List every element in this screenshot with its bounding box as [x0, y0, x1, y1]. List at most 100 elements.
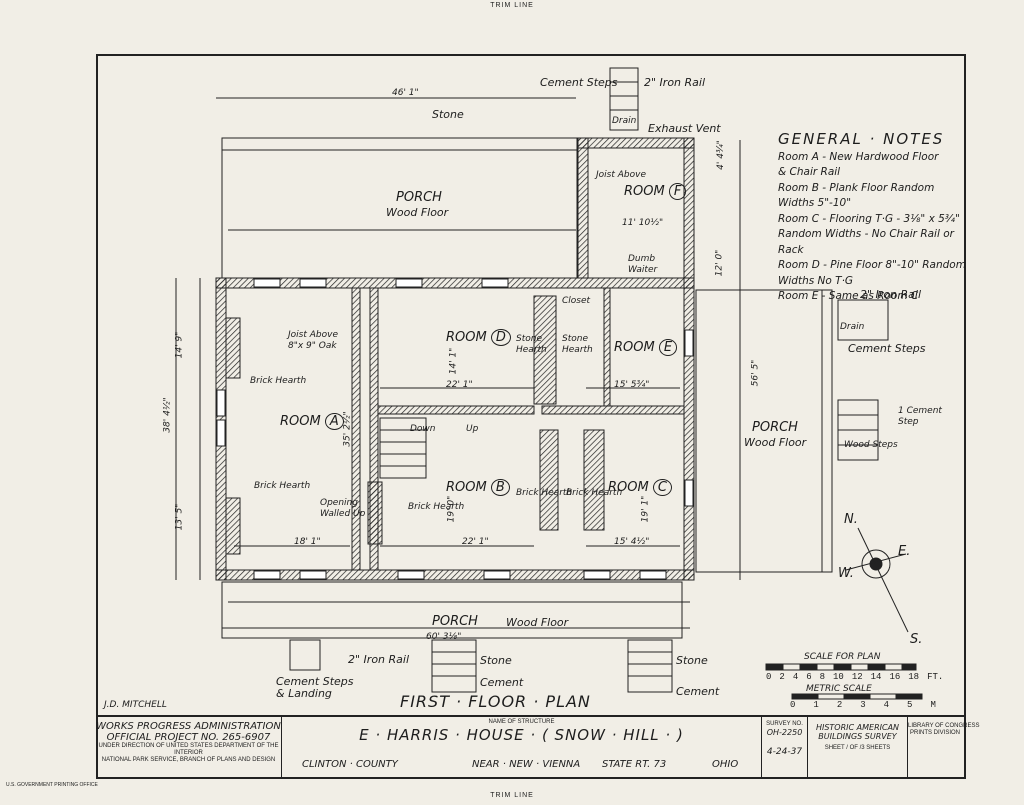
structure-caption: NAME OF STRUCTURE [488, 719, 555, 725]
north-cement-steps [609, 67, 639, 131]
cement-label-east: Cement [676, 685, 720, 698]
closet-label-e: Closet [562, 296, 591, 306]
south-porch-outline [221, 581, 683, 639]
compass-e: E. [898, 544, 911, 559]
general-note-line: Room B - Plank Floor Random Widths 5"-10… [778, 181, 935, 210]
sheet-count: SHEET / OF /3 SHEETS [824, 745, 891, 751]
dim-room-e-width: 15' 5¾" [614, 380, 650, 390]
sheet-border [96, 54, 966, 779]
scale-tick: 2 [836, 700, 843, 710]
dim-overall-width: 60' 3⅛" [426, 632, 462, 642]
survey-number: OH-2250 [766, 728, 803, 737]
county-name: CLINTON · COUNTY [302, 759, 398, 770]
scale-tick: 16 [889, 672, 901, 682]
wpa-line3: UNDER DIRECTION OF UNITED STATES DEPARTM… [98, 743, 279, 756]
cement-steps-east: Cement Steps [848, 342, 926, 355]
scale-tick: 12 [851, 672, 863, 682]
brick-hearth-a2: Brick Hearth [254, 481, 311, 491]
room-a-label: ROOM A [280, 413, 344, 430]
south-porch-floor: Wood Floor [506, 616, 569, 629]
general-note-line: Random Widths - No Chair Rail or Rack [778, 228, 954, 256]
trim-line-bottom: TRIM LINE [490, 792, 534, 799]
dim-left-top: 14' 9" [174, 331, 185, 359]
north-porch-label: PORCH [396, 190, 442, 205]
stone-label-south: Stone [480, 654, 512, 667]
survey-date: 4-24-37 [766, 747, 803, 757]
dim-room-c-depth: 19' 1" [640, 495, 651, 523]
general-note-line: Widths No T·G [778, 274, 854, 287]
scale-unit: FT. [927, 672, 944, 682]
scale-tick: 14 [870, 672, 882, 682]
scale-tick: 0 [766, 672, 772, 682]
drafter-name: J.D. MITCHELL [104, 700, 167, 710]
scale-bar-metric [791, 693, 923, 700]
dim-room-b-depth: 19' 0" [446, 495, 457, 523]
south-porch-label: PORCH [432, 614, 478, 629]
cement-label-south: Cement [480, 676, 524, 689]
structure-cell: NAME OF STRUCTURE E · HARRIS · HOUSE · (… [282, 717, 762, 779]
trim-line-top: TRIM LINE [490, 2, 534, 9]
general-note-line: & Chair Rail [778, 166, 841, 178]
iron-rail-north: 2" Iron Rail [644, 76, 706, 89]
dim-room-a-height: 35' 2½" [342, 411, 353, 447]
title-block: WORKS PROGRESS ADMINISTRATION OFFICIAL P… [96, 715, 979, 779]
cement-steps-north: Cement Steps [540, 76, 618, 89]
stone-label-east: Stone [676, 654, 708, 667]
scale-metric-label: METRIC SCALE [806, 684, 872, 694]
stone-label-north: Stone [432, 108, 464, 121]
habs-line1: HISTORIC AMERICAN [815, 723, 900, 732]
joist-above-a: Joist Above 8"x 9" Oak [288, 330, 338, 351]
scale-tick: 0 [790, 700, 796, 710]
library-cell: LIBRARY OF CONGRESS PRINTS DIVISION [908, 717, 979, 779]
habs-cell: HISTORIC AMERICAN BUILDINGS SURVEY SHEET… [808, 717, 908, 779]
scale-unit: M [930, 700, 936, 710]
scale-tick: 8 [819, 672, 826, 682]
dim-room-a-width: 18' 1" [294, 537, 321, 547]
route-name: STATE RT. 73 [602, 759, 667, 770]
scale-tick: 2 [779, 672, 785, 682]
compass-n: N. [844, 512, 858, 527]
iron-rail-east: 2" Iron Rail [860, 288, 922, 301]
dim-overall-depth: 38' 4½" [162, 397, 173, 433]
scale-plan-label: SCALE FOR PLAN [804, 652, 881, 662]
stair-down: Down [410, 424, 436, 434]
dim-room-d-depth: 14' 1" [448, 347, 459, 375]
scale-tick: 1 [813, 700, 819, 710]
dim-porch-width: 46' 1" [392, 88, 419, 98]
east-porch-outline [695, 289, 833, 573]
wood-steps-label: Wood Steps [844, 440, 898, 450]
habs-line2: BUILDINGS SURVEY [818, 732, 897, 741]
general-note-line: Room A - New Hardwood Floor [778, 150, 939, 163]
room-d-label: ROOM D [446, 329, 511, 346]
window-openings [216, 278, 694, 580]
general-notes: GENERAL · NOTES Room A - New Hardwood Fl… [778, 131, 968, 305]
dim-room-b-width: 22' 1" [462, 537, 489, 547]
compass-w: W. [838, 566, 854, 581]
stone-hearth-e: Stone Hearth [562, 334, 593, 355]
stone-hearth-d: Stone Hearth [516, 334, 547, 355]
scale-tick: 4 [883, 700, 890, 710]
general-note-line: Room D - Pine Floor 8"-10" Random [778, 259, 966, 271]
scale-tick: 5 [907, 700, 913, 710]
dumb-waiter-label: Dumb Waiter [628, 254, 658, 275]
drain-label: Drain [612, 116, 637, 126]
north-porch-floor: Wood Floor [386, 206, 449, 219]
east-porch-floor: Wood Floor [744, 436, 807, 449]
one-cement-step: 1 Cement Step [898, 406, 942, 427]
east-porch-label: PORCH [752, 420, 798, 435]
drawing-title: FIRST · FLOOR · PLAN [400, 692, 591, 711]
room-f-label: ROOM F [624, 183, 687, 200]
wpa-line1: WORKS PROGRESS ADMINISTRATION [96, 721, 281, 732]
scale-bar-plan [765, 663, 917, 671]
scale-tick: 10 [833, 672, 844, 682]
scale-tick: 4 [792, 672, 799, 682]
compass-s: S. [910, 632, 923, 647]
wpa-line4: NATIONAL PARK SERVICE, BRANCH OF PLANS A… [101, 757, 276, 763]
scale-tick: 6 [806, 672, 812, 682]
scale-tick: 18 [908, 672, 920, 682]
south-stone-steps [289, 639, 673, 693]
dim-room-f-width: 11' 10½" [622, 218, 664, 228]
cement-steps-landing: Cement Steps & Landing [276, 675, 354, 700]
